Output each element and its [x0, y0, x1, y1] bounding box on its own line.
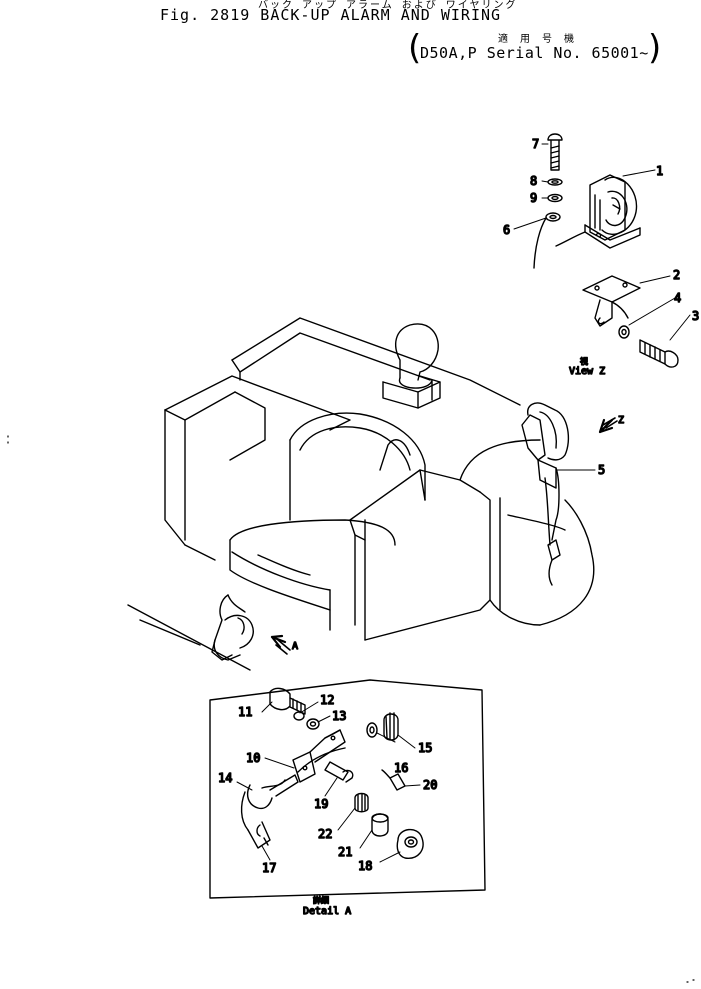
callout-10: 10 [246, 751, 260, 765]
serial-japanese-label: 適 用 号 機 [498, 34, 578, 45]
callout-17: 17 [262, 861, 276, 875]
figure-title: Fig. 2819 BACK-UP ALARM AND WIRING [160, 6, 502, 24]
callout-15: 15 [418, 741, 432, 755]
callout-11: 11 [238, 705, 252, 719]
view-z-japanese: 視 [580, 357, 588, 366]
view-z-leader-lines [513, 143, 691, 471]
callout-21: 21 [338, 845, 352, 859]
detail-a-japanese: 詳細 [313, 895, 329, 905]
callout-7: 7 [532, 137, 539, 151]
view-z-arrow-label: Z [618, 415, 624, 426]
close-parenthesis: ) [648, 28, 662, 68]
callout-1: 1 [656, 164, 663, 178]
detail-a-arrow-label: A [292, 641, 298, 652]
detail-a-arrow [270, 634, 291, 655]
callout-16: 16 [394, 761, 408, 775]
callout-2: 2 [673, 268, 680, 282]
callout-12: 12 [320, 693, 334, 707]
callout-14: 14 [218, 771, 232, 785]
callout-5: 5 [598, 463, 605, 477]
open-parenthesis: ( [408, 28, 422, 68]
tractor-body-drawing [127, 317, 595, 671]
margin-dots [7, 435, 695, 983]
callout-3: 3 [692, 309, 699, 323]
view-z-label: View Z [569, 366, 605, 377]
callout-labels: 7 8 9 6 1 2 4 3 5 11 12 13 10 14 15 16 2… [217, 136, 700, 875]
backup-alarm-mounted-drawing [521, 402, 570, 586]
detail-a-parts-drawing [240, 687, 424, 859]
japanese-title: バック アップ アラーム および ワイヤリング [258, 0, 518, 11]
callout-20: 20 [423, 778, 437, 792]
switch-assembly-location-drawing [211, 594, 254, 661]
view-z-arrow [598, 417, 618, 434]
callout-18: 18 [358, 859, 372, 873]
serial-number: D50A,P Serial No. 65001~ [420, 44, 649, 62]
callout-4: 4 [674, 291, 681, 305]
detail-a-label: Detail A [303, 906, 351, 917]
callout-6: 6 [503, 223, 510, 237]
detail-a-box [209, 679, 486, 899]
callout-13: 13 [332, 709, 346, 723]
callout-8: 8 [530, 174, 537, 188]
callout-19: 19 [314, 797, 328, 811]
view-labels: 視 View Z Z A 詳細 Detail A [291, 356, 624, 917]
callout-9: 9 [530, 191, 537, 205]
callout-22: 22 [318, 827, 332, 841]
detail-a-leader-lines [236, 701, 421, 863]
